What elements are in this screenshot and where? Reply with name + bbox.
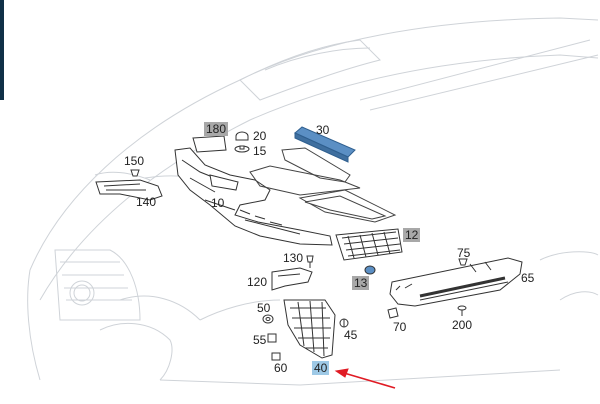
callout-12: 12 [403,228,421,242]
callout-130: 130 [283,251,304,265]
part-30-strip [294,126,356,163]
part-10-engine-shield [174,147,333,246]
part-50-clip [262,314,274,324]
highlight-arrow [334,368,396,389]
callout-55: 55 [253,333,267,347]
callout-180: 180 [204,122,229,136]
part-130-screw [306,255,314,268]
callout-140: 140 [136,195,157,209]
callout-30: 30 [316,123,330,137]
part-150-clip [130,169,140,177]
callout-10: 10 [211,196,225,210]
part-55-clip [267,333,277,343]
part-65-side-panel [389,257,523,307]
left-accent-strip [0,0,4,100]
callout-13: 13 [352,276,370,290]
part-70-clip [387,307,399,319]
part-13-clip [364,265,376,275]
part-45-clip [339,318,349,328]
callout-120: 120 [247,275,268,289]
callout-45: 45 [344,328,358,342]
callout-60: 60 [274,361,288,375]
callout-70: 70 [393,320,407,334]
part-15-clip [234,145,250,153]
callout-75: 75 [457,246,471,260]
part-20-clip [235,131,249,141]
callout-150: 150 [124,154,145,168]
part-12-mesh-panel [335,228,403,261]
part-75-clip [458,258,468,266]
part-40-grille [283,299,336,359]
callout-20: 20 [253,129,267,143]
part-180-shield [192,135,227,153]
vehicle-outline [27,17,599,386]
part-60-clip [271,352,281,361]
callout-15: 15 [253,144,267,158]
part-140-bracket [95,179,163,201]
part-120-cover [271,267,313,291]
callout-40: 40 [312,361,330,375]
part-200-screw [457,305,467,316]
callout-200: 200 [452,318,473,332]
underbody-floor-panels [249,147,397,223]
callout-50: 50 [257,301,271,315]
callout-65: 65 [521,271,535,285]
